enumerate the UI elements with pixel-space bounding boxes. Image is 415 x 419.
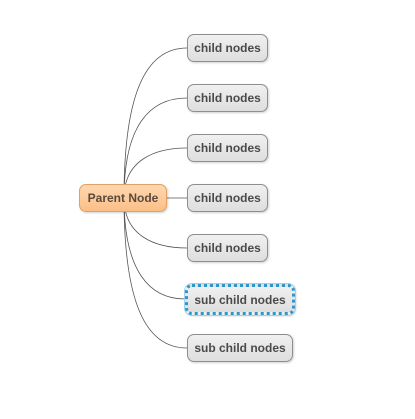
sub-child-node-selected[interactable]: sub child nodes	[185, 284, 295, 315]
connector-line-6	[123, 197, 188, 349]
child-node-4[interactable]: child nodes	[187, 184, 268, 212]
connector-line-0	[123, 47, 188, 199]
child-node-3[interactable]: child nodes	[187, 134, 268, 162]
child-node-2[interactable]: child nodes	[187, 84, 268, 112]
parent-node[interactable]: Parent Node	[79, 184, 167, 212]
connector-line-5	[123, 197, 186, 300]
connector-line-1	[123, 97, 188, 199]
child-node-5[interactable]: child nodes	[187, 234, 268, 262]
sub-child-node[interactable]: sub child nodes	[187, 334, 293, 362]
child-node-1[interactable]: child nodes	[187, 34, 268, 62]
